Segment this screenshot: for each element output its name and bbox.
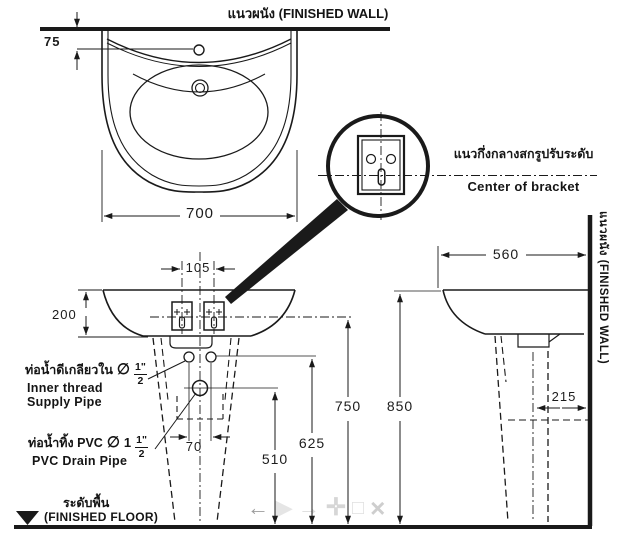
dim-supply-spacing-label: 70 (185, 439, 203, 454)
drain-pipe-label: ท่อน้ำทิ้ง PVC ∅ 1 1" 2 (28, 434, 148, 460)
dim-rim-height-label: 850 (386, 398, 414, 414)
diameter-icon: ∅ (106, 434, 120, 451)
supply-pipe-left (183, 351, 195, 363)
overflow-hole (191, 79, 209, 97)
diameter-icon: ∅ (116, 361, 130, 378)
floor-linework (14, 511, 592, 529)
dim-basin-depth-label: 560 (492, 246, 520, 262)
finished-floor-label-th: ระดับพื้น (63, 496, 110, 510)
supply-pipe-label-en2: Supply Pipe (27, 395, 102, 409)
dim-supply-height-label: 625 (298, 435, 326, 451)
bracket-detail-body (356, 134, 406, 196)
viewer-controls-watermark: ← ▶ → ✛ □ × (247, 495, 385, 521)
dim-bracket-spacing-label: 105 (185, 260, 211, 275)
move-icon[interactable]: ✛ (325, 494, 347, 521)
dim-basin-width-label: 700 (185, 205, 215, 222)
drain-size-whole: 1 (123, 435, 132, 450)
edit-icon[interactable]: □ (352, 497, 365, 519)
dim-drain-height-label: 510 (261, 451, 289, 467)
height-dimension-lines (216, 290, 441, 524)
magnifier-circle (326, 114, 430, 218)
supply-pipe-label-en1: Inner thread (27, 381, 103, 395)
magnifier-handle (225, 199, 348, 304)
supply-size-fraction: 1" 2 (134, 361, 147, 387)
supply-pipe-label-th: ท่อน้ำดีเกลียวใน (25, 363, 113, 377)
faucet-hole (193, 44, 205, 56)
supply-pipe-right (205, 351, 217, 363)
side-view-linework (437, 215, 593, 526)
back-icon[interactable]: ← (247, 495, 269, 520)
finished-wall-label-top: แนวผนัง (FINISHED WALL) (227, 6, 389, 21)
bracket-center-label-th: แนวกึ่งกลางสกรูปรับระดับ (453, 147, 594, 161)
floor-datum-marker (16, 511, 39, 525)
drain-pipe-label-th: ท่อน้ำทิ้ง PVC (28, 436, 103, 450)
play-icon[interactable]: ▶ (275, 495, 292, 520)
dim-basin-height-label: 200 (52, 307, 77, 322)
finished-wall-label-right: แนวผนัง (FINISHED WALL) (596, 211, 609, 365)
bracket-center-label-en: Center of bracket (467, 179, 580, 194)
dim-bracket-height-label: 750 (334, 398, 362, 414)
dim-faucet-offset-label: 75 (44, 34, 61, 49)
front-view-linework (78, 252, 352, 523)
bracket-detail-magnifier (225, 112, 597, 304)
top-view-linework (40, 12, 390, 222)
drain-pipe-label-en: PVC Drain Pipe (32, 454, 128, 468)
close-icon[interactable]: × (370, 493, 386, 523)
bracket-slot (377, 168, 386, 186)
forward-icon[interactable]: → (297, 495, 320, 520)
finished-floor-label-en: (FINISHED FLOOR) (44, 510, 159, 524)
drain-size-fraction: 1" 2 (135, 434, 148, 460)
dim-drain-wall-offset-label: 215 (551, 389, 577, 404)
supply-pipe-label: ท่อน้ำดีเกลียวใน ∅ 1" 2 (25, 361, 147, 387)
